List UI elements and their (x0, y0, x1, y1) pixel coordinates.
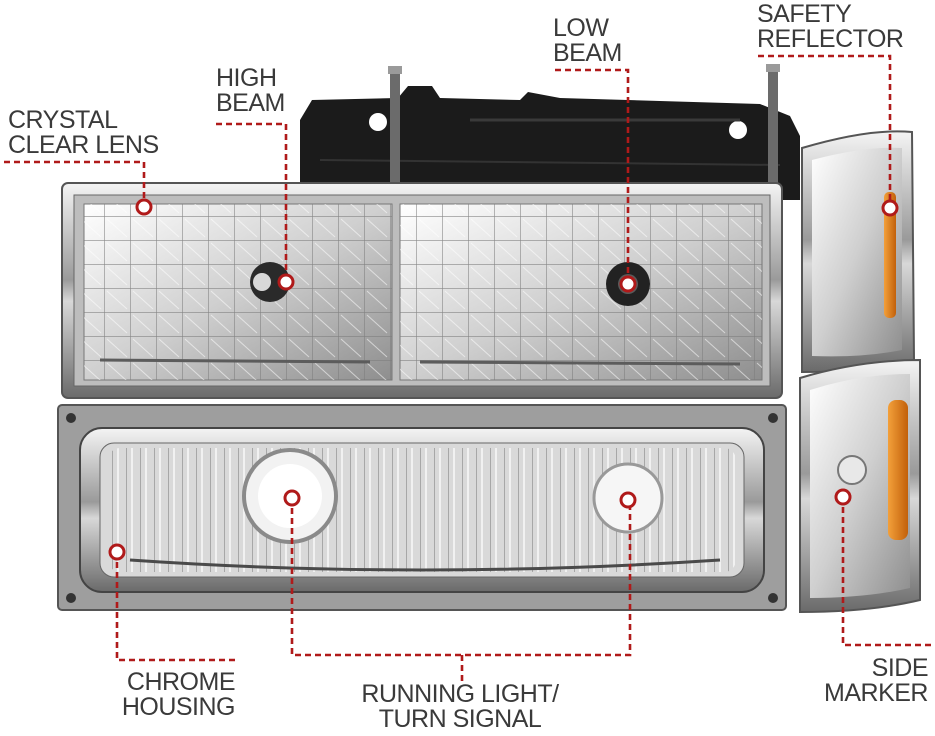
marker-running-light-left (283, 489, 301, 507)
label-high-beam-line1: HIGH (216, 64, 277, 92)
label-low-beam: LOW BEAM (553, 16, 622, 66)
label-crystal-clear-lens-line1: CRYSTAL (8, 106, 118, 134)
callout-line-running-light (290, 498, 632, 682)
label-side-marker-line2: MARKER (824, 679, 928, 707)
callout-line-crystal-clear-lens (4, 160, 146, 206)
marker-low-beam (619, 275, 637, 293)
label-chrome-housing: CHROME HOUSING (120, 668, 236, 721)
label-crystal-clear-lens: CRYSTAL CLEAR LENS (8, 108, 159, 158)
marker-safety-reflector (881, 199, 899, 217)
label-high-beam: HIGH BEAM (216, 66, 285, 116)
marker-running-light-right (619, 491, 637, 509)
label-crystal-clear-lens-line2: CLEAR LENS (8, 131, 159, 159)
label-running-light-line1: RUNNING LIGHT/ (361, 680, 559, 708)
headlight-unit (61, 182, 783, 399)
label-low-beam-line2: BEAM (553, 39, 622, 67)
label-side-marker: SIDE MARKER (810, 656, 928, 706)
callouts (4, 54, 935, 682)
adjuster-posts (388, 64, 780, 190)
label-running-light-turn-signal: RUNNING LIGHT/ TURN SIGNAL (355, 682, 565, 732)
callout-line-safety-reflector (758, 54, 892, 208)
label-chrome-housing-line1: CHROME (126, 668, 236, 696)
label-safety-reflector: SAFETY REFLECTOR (757, 0, 904, 53)
callout-markers (108, 198, 899, 561)
label-safety-reflector-line2: REFLECTOR (757, 25, 904, 53)
marker-crystal-clear-lens (135, 198, 153, 216)
side-marker-unit (799, 130, 921, 614)
marker-side-marker (834, 488, 852, 506)
label-running-light-line2: TURN SIGNAL (378, 705, 542, 733)
callout-line-chrome-housing (115, 552, 238, 662)
marker-chrome-housing (108, 543, 126, 561)
label-chrome-housing-line2: HOUSING (121, 693, 236, 721)
label-safety-reflector-line1: SAFETY (757, 0, 852, 28)
running-light-unit (57, 404, 787, 611)
marker-high-beam (277, 273, 295, 291)
label-side-marker-line1: SIDE (871, 654, 929, 682)
callout-line-low-beam (555, 68, 630, 284)
label-low-beam-line1: LOW (553, 14, 609, 42)
callout-line-high-beam (216, 122, 288, 282)
label-high-beam-line2: BEAM (216, 89, 285, 117)
